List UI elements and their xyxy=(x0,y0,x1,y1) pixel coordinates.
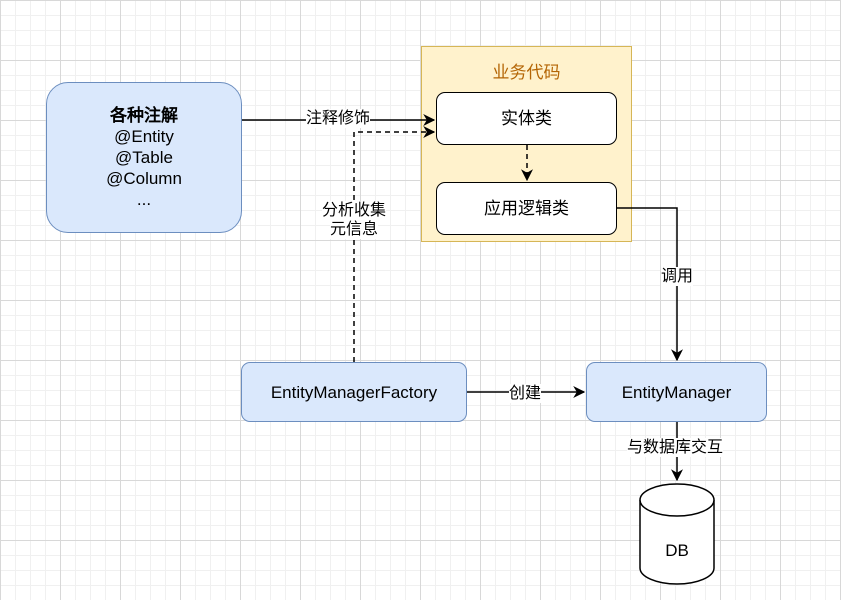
entity-manager-factory-label: EntityManagerFactory xyxy=(270,382,438,402)
annotations-node[interactable]: 各种注解 @Entity @Table @Column ... xyxy=(46,82,242,233)
entity-class-label: 实体类 xyxy=(501,109,552,128)
db-cylinder[interactable] xyxy=(639,483,715,585)
entity-manager-label: EntityManager xyxy=(621,382,732,402)
invoke-edge-label: 调用 xyxy=(661,267,694,286)
analyze-edge-label-line1: 分析收集 xyxy=(322,201,387,220)
business-code-title: 业务代码 xyxy=(492,63,561,82)
logic-class-node[interactable]: 应用逻辑类 xyxy=(436,182,617,235)
annotation-ellipsis: ... xyxy=(136,190,152,209)
annotations-title: 各种注解 xyxy=(110,106,178,125)
entity-manager-factory-node[interactable]: EntityManagerFactory xyxy=(241,362,467,422)
db-label: DB xyxy=(665,541,689,560)
annotation-entity: @Entity xyxy=(114,127,174,146)
interact-edge-label: 与数据库交互 xyxy=(627,438,724,457)
entity-class-node[interactable]: 实体类 xyxy=(436,92,617,145)
annotation-table: @Table xyxy=(115,148,173,167)
edge-invoke[interactable] xyxy=(617,207,683,362)
annotation-column: @Column xyxy=(106,169,182,188)
create-edge-label: 创建 xyxy=(509,384,542,403)
edge-analyze-metadata[interactable] xyxy=(353,126,436,362)
logic-class-label: 应用逻辑类 xyxy=(484,199,569,218)
entity-manager-node[interactable]: EntityManager xyxy=(586,362,767,422)
analyze-edge-label-line2: 元信息 xyxy=(330,220,379,239)
annotate-edge-label: 注释修饰 xyxy=(306,109,371,128)
